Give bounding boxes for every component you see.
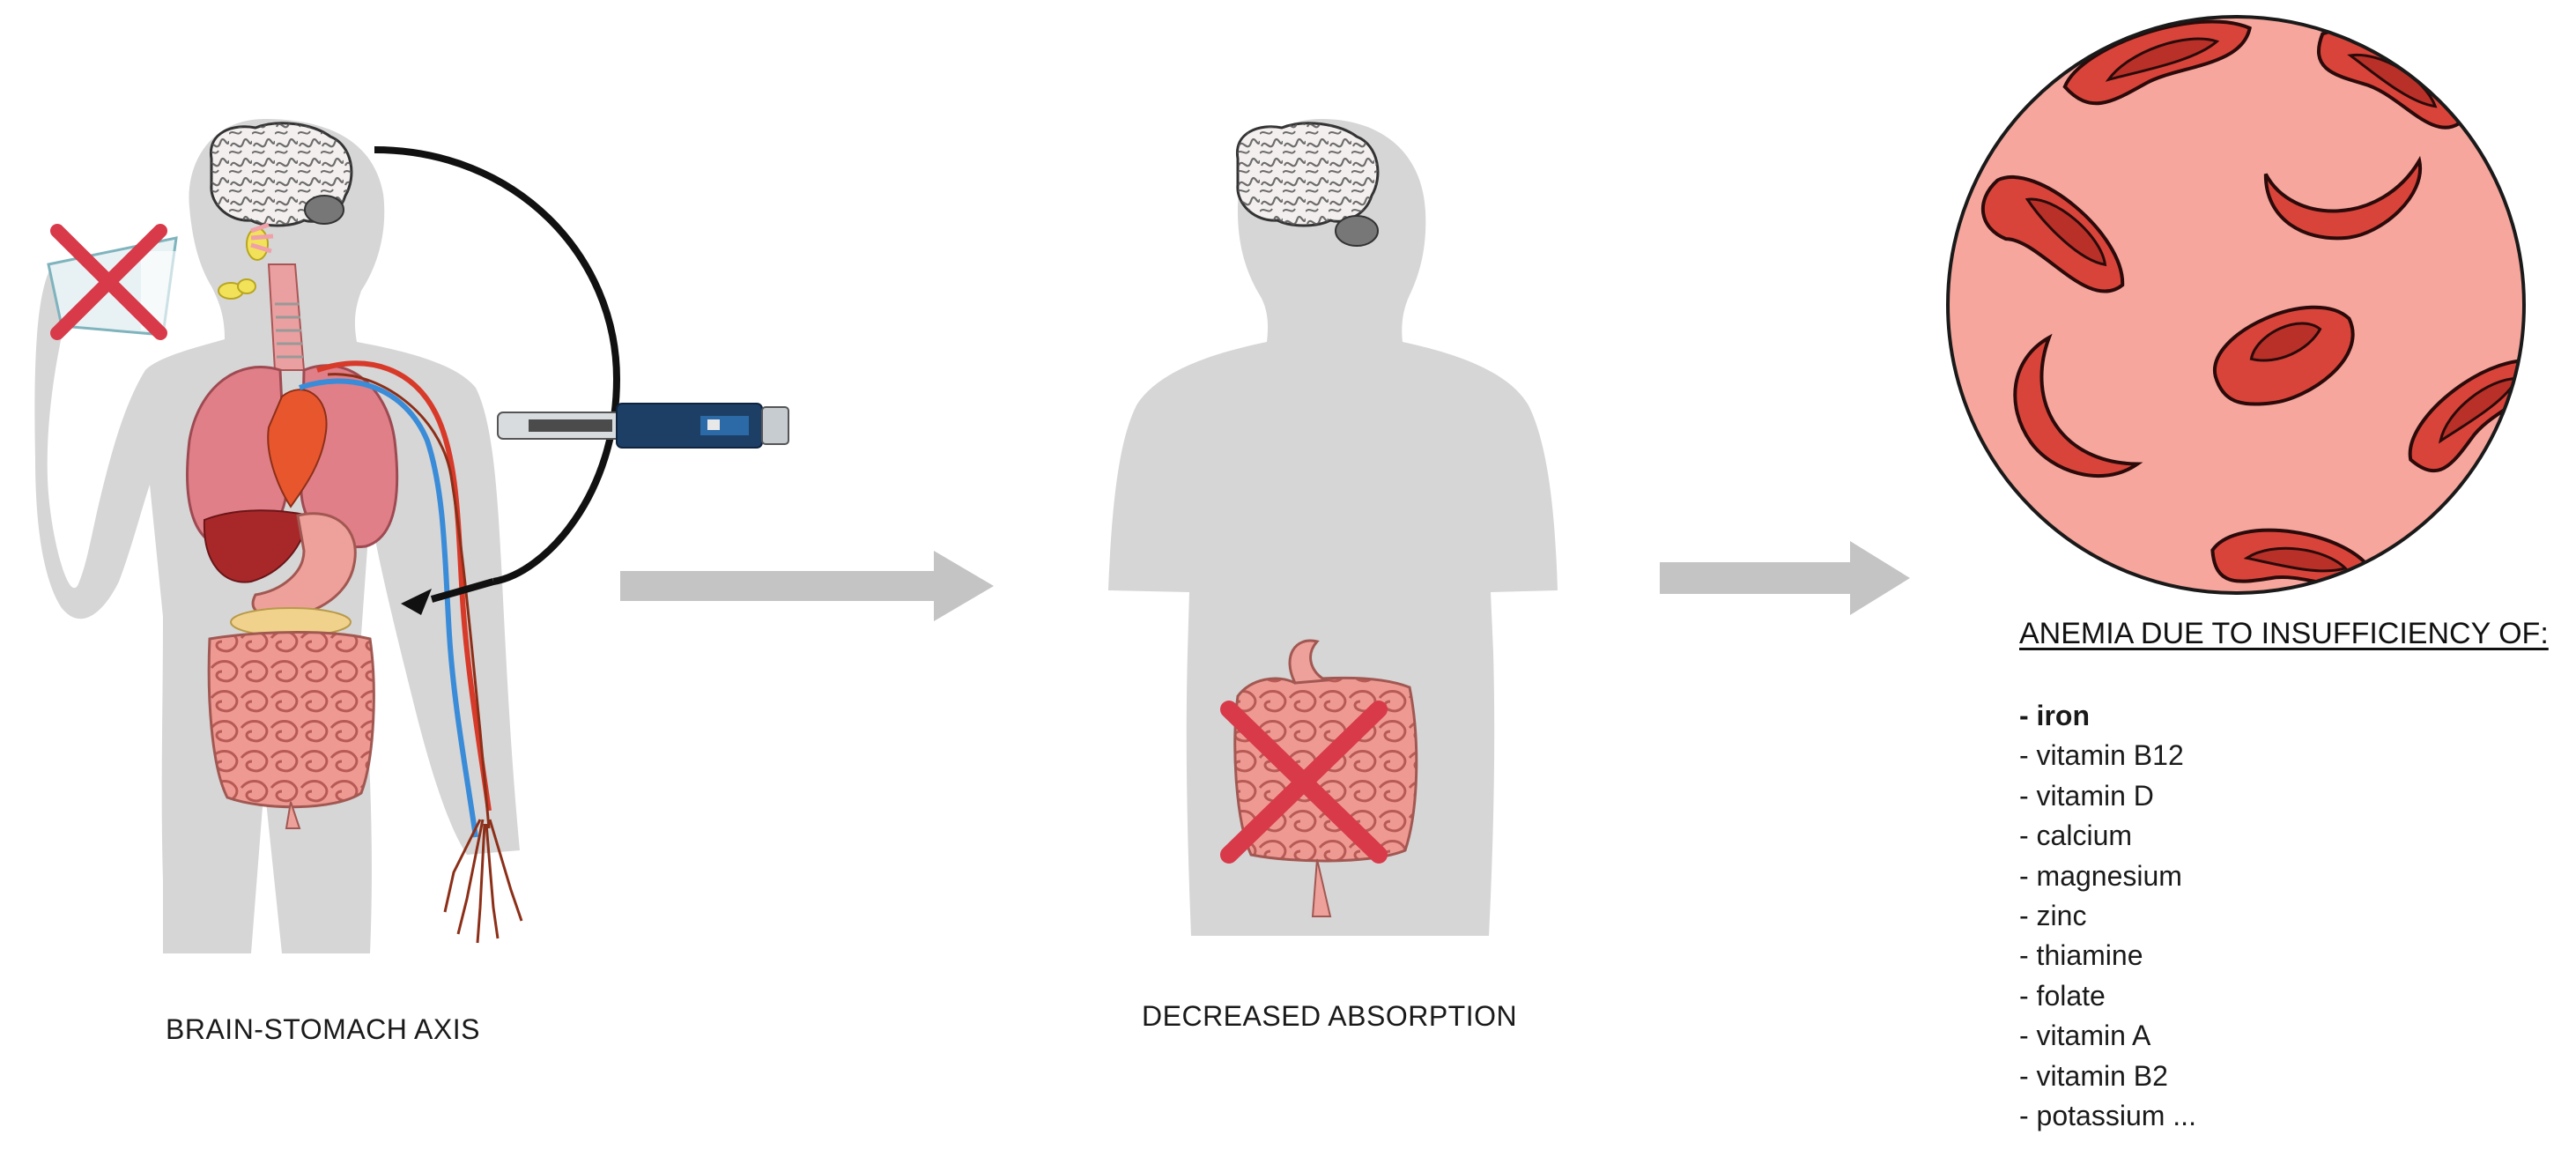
nutrient-item: - iron [2019, 700, 2090, 731]
blood-sample-outline [1946, 15, 2526, 595]
brain-icon [1236, 122, 1380, 247]
rectum [1311, 858, 1332, 917]
flow-arrow-1 [620, 551, 994, 621]
trachea-rings [275, 302, 303, 359]
feedback-loop-arrow [374, 146, 621, 585]
nutrient-item: - vitamin B2 [2019, 1059, 2168, 1092]
brain-icon [210, 122, 353, 227]
brain-stomach-axis-panel [34, 119, 789, 953]
liver [203, 509, 310, 583]
anemia-panel [1946, 15, 2526, 595]
vein [299, 378, 478, 838]
hand-vessels [443, 819, 523, 944]
injection-pen-icon [497, 403, 789, 449]
nutrient-item: - magnesium [2019, 859, 2182, 892]
duodenum [1288, 639, 1331, 685]
intestines-left [207, 631, 375, 809]
nutrient-item: - zinc [2019, 899, 2087, 931]
nutrient-item: - vitamin B12 [2019, 739, 2184, 772]
cross-mark-icon [1220, 701, 1388, 864]
nutrient-item: - potassium ... [2019, 1099, 2196, 1131]
anemia-title: ANEMIA DUE TO INSUFFICIENCY OF: [2019, 617, 2549, 650]
feedback-arrowhead [401, 589, 432, 615]
sickle-red-blood-cells [1980, 19, 2524, 589]
nutrient-item: - thiamine [2019, 939, 2143, 972]
flow-arrow-2 [1660, 541, 1910, 615]
nutrient-item: - vitamin A [2019, 1020, 2151, 1052]
colon-left [285, 801, 301, 829]
nerve [327, 373, 491, 829]
salivary-glands [218, 222, 274, 300]
decreased-absorption-caption: DECREASED ABSORPTION [1142, 1000, 1518, 1032]
human-silhouette-center [1108, 119, 1558, 936]
nutrient-item: - vitamin D [2019, 779, 2154, 812]
nutrient-list: - iron - vitamin B12 - vitamin D - calcium -… [2019, 696, 2196, 1136]
heart [267, 389, 328, 508]
nutrient-item: - folate [2019, 979, 2106, 1012]
brain-stomach-axis-caption: BRAIN-STOMACH AXIS [166, 1013, 480, 1045]
nutrient-item: - calcium [2019, 820, 2133, 852]
blood-sample-circle [1948, 17, 2524, 593]
decreased-absorption-panel [1108, 119, 1558, 936]
cross-mark-icon [50, 224, 167, 340]
